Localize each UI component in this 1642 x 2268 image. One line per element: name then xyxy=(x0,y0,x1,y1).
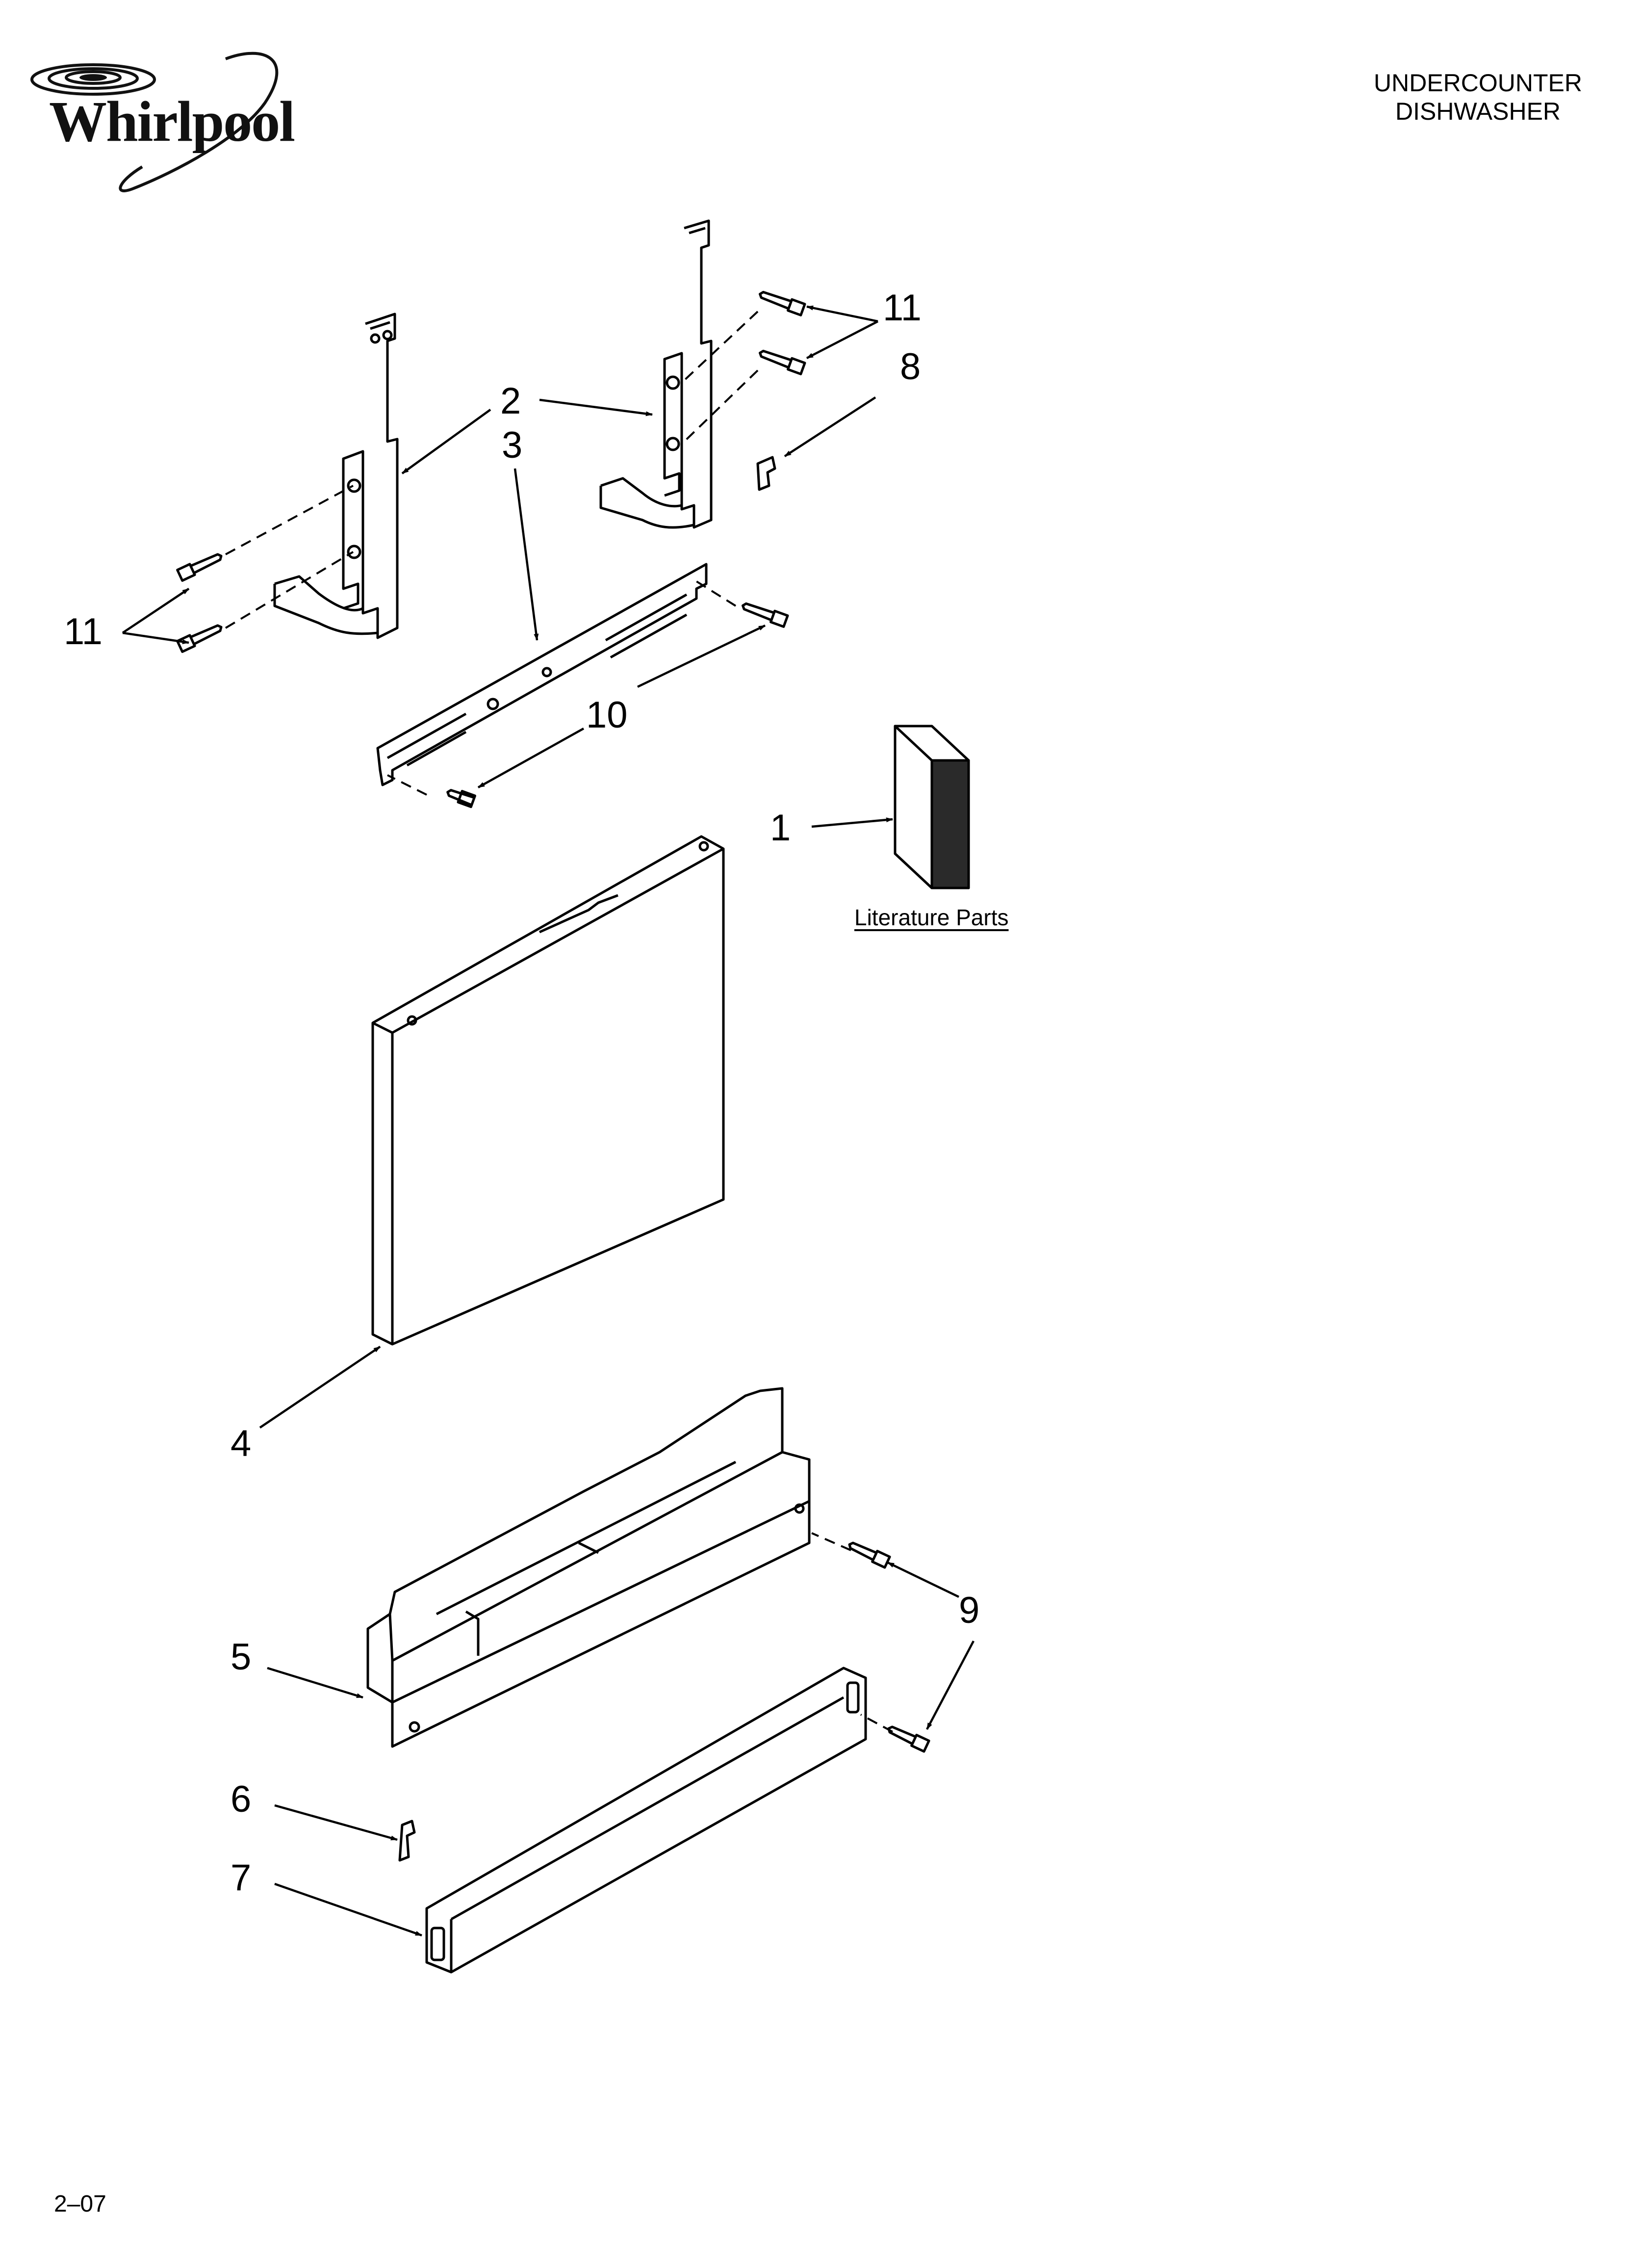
callout-2: 2 xyxy=(500,380,521,422)
clip-part-6 xyxy=(398,1820,416,1862)
callout-10: 10 xyxy=(586,694,628,736)
revision-code: 2–07 xyxy=(54,2191,106,2217)
literature-parts-caption: Literature Parts xyxy=(854,905,1009,930)
callout-11-left: 11 xyxy=(64,611,103,652)
callout-11-right: 11 xyxy=(883,287,922,329)
product-title-line-1: UNDERCOUNTER xyxy=(1374,69,1582,97)
clip-part-8 xyxy=(756,456,776,491)
product-title: UNDERCOUNTER DISHWASHER xyxy=(1374,69,1582,126)
callout-1: 1 xyxy=(770,807,791,849)
hinge-bracket-right xyxy=(599,219,713,529)
callout-7: 7 xyxy=(231,1857,252,1899)
swirl-icon xyxy=(30,52,279,192)
door-panel xyxy=(371,835,725,1346)
hinge-bracket-left xyxy=(273,313,399,639)
callout-leaders xyxy=(122,305,975,1937)
callout-9: 9 xyxy=(959,1590,980,1631)
callout-8: 8 xyxy=(900,346,921,388)
kickplate xyxy=(425,1667,867,1974)
hinge-support-rail xyxy=(376,563,708,786)
literature-book xyxy=(894,725,970,889)
whirlpool-logo: Whirlpool xyxy=(20,49,334,201)
assembly-lines xyxy=(225,311,893,1733)
product-title-line-2: DISHWASHER xyxy=(1395,98,1561,125)
callout-4: 4 xyxy=(231,1423,252,1464)
toe-panel-bracket xyxy=(366,1387,811,1748)
callout-6: 6 xyxy=(231,1778,252,1820)
callout-3: 3 xyxy=(502,424,523,466)
screws xyxy=(176,290,930,1753)
callout-5: 5 xyxy=(231,1636,252,1678)
logo-wordmark: Whirlpool xyxy=(49,89,295,154)
